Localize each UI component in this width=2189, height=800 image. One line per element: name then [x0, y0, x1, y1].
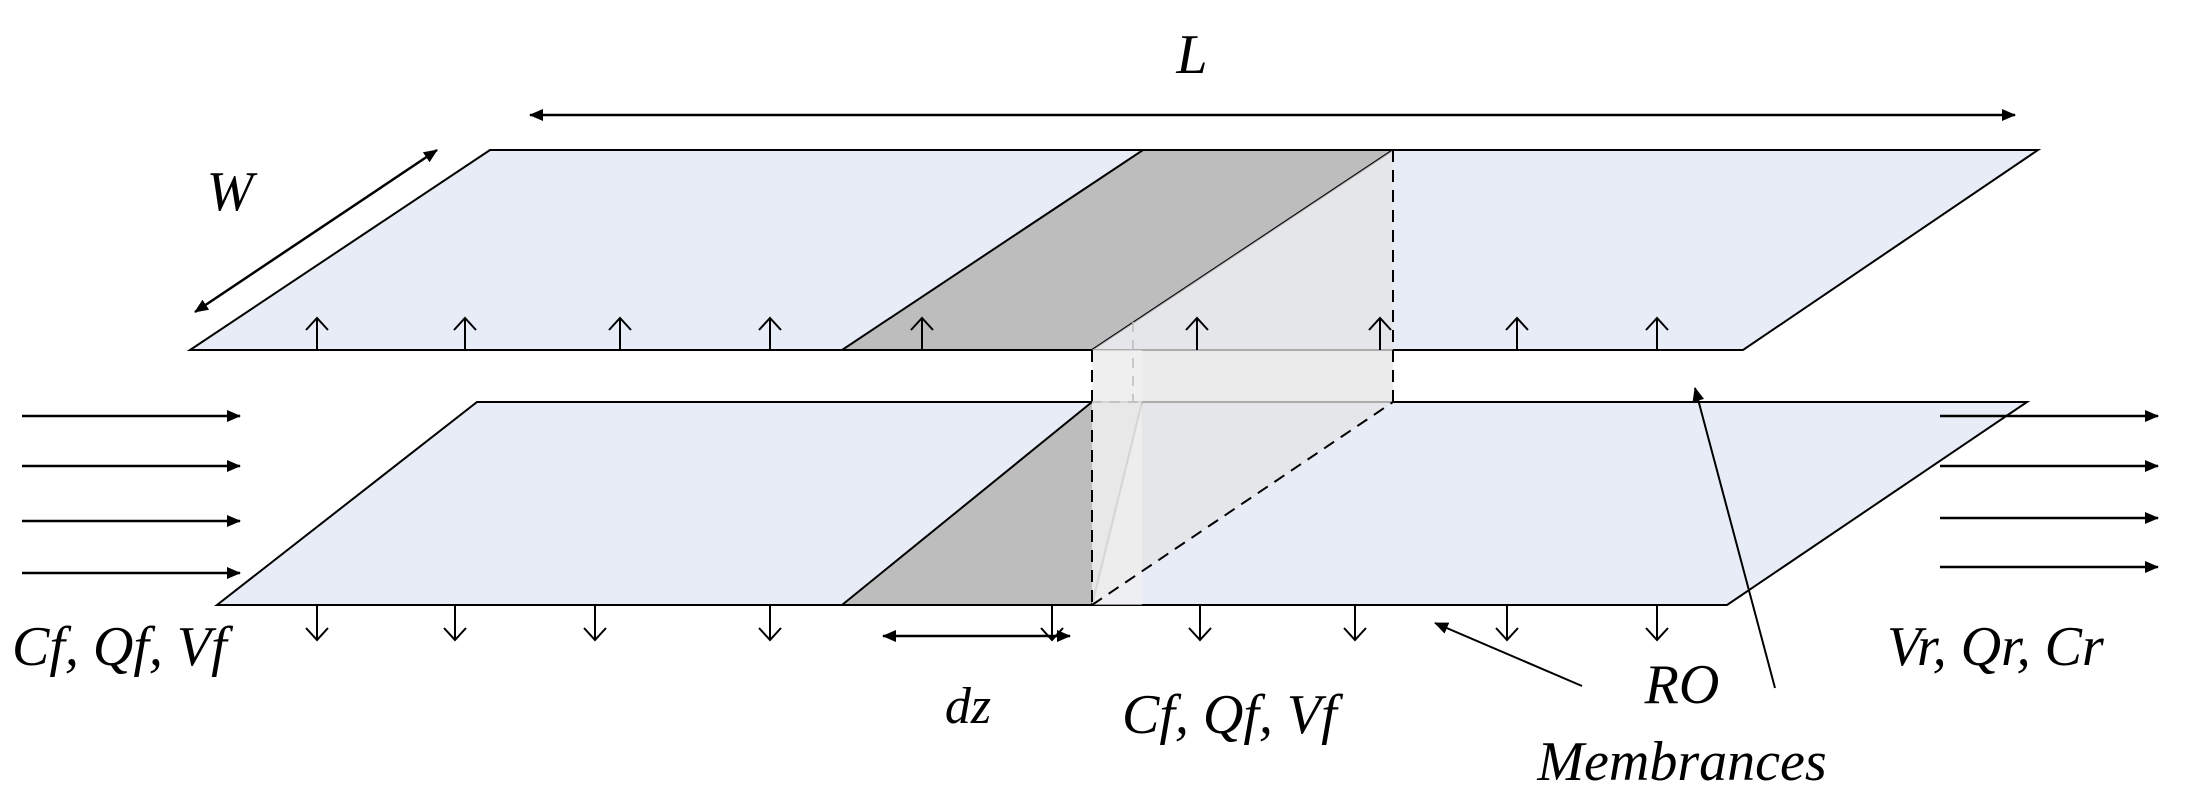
length-label: L: [1175, 24, 1207, 86]
permeate-arrows-down: [305, 605, 1669, 642]
outlet-label: Vr, Qr, Cr: [1887, 616, 2104, 678]
permeate-arrows-up: [305, 316, 1669, 350]
outlet-reject-arrows: [1940, 410, 2159, 573]
membrane-pointer-bottom: [1434, 622, 1583, 687]
membrane-label-line2: Membrances: [1536, 731, 1826, 793]
inlet-feed-arrows: [22, 410, 241, 579]
membrane-pointer-top: [1692, 387, 1776, 689]
width-dimension-arrow: [194, 148, 438, 314]
dz-label: dz: [945, 678, 991, 735]
control-volume-hidden-edges: [1092, 322, 1142, 403]
control-volume-side-face: [1092, 150, 1393, 605]
control-volume-edges: [1091, 150, 1394, 606]
element-outflow-label: Cf, Qf, Vf: [1122, 684, 1344, 746]
width-label: W: [207, 161, 258, 223]
inlet-label: Cf, Qf, Vf: [12, 616, 234, 678]
membrane-label-line1: RO: [1644, 654, 1720, 716]
control-volume-front-face: [1092, 350, 1142, 605]
